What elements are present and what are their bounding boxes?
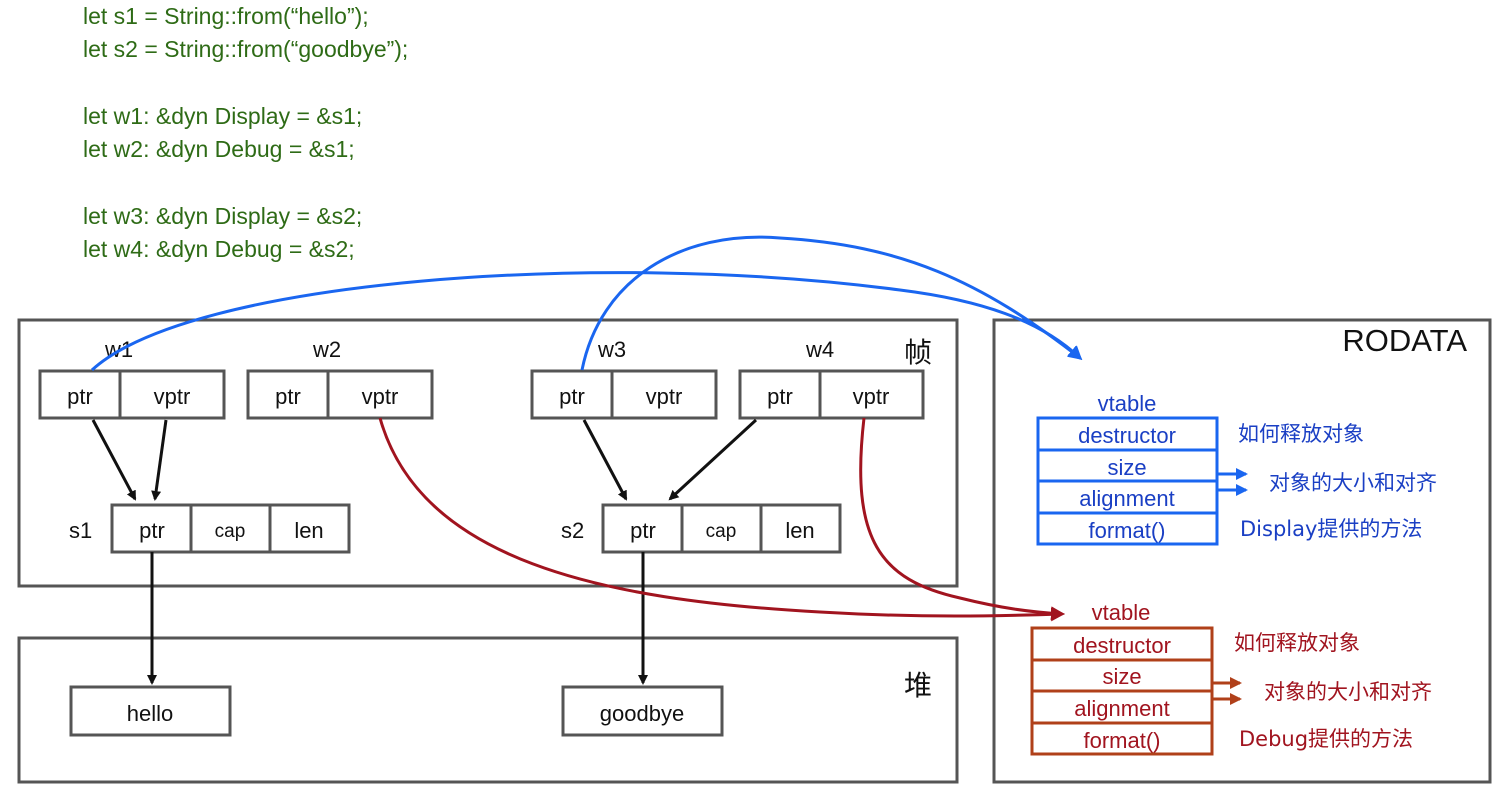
code-line: let s1 = String::from(“hello”); — [83, 3, 369, 29]
fat-pointer-box — [246, 369, 434, 420]
w1-ptr-arrow — [91, 419, 137, 501]
fat-pointer-box — [38, 369, 226, 420]
vtable-title: vtable — [1092, 600, 1151, 625]
w4-ptr-arrow — [668, 418, 758, 501]
vtable-row: destructor — [1078, 423, 1176, 448]
vtable-row: destructor — [1073, 633, 1171, 658]
code-block: let s1 = String::from(“hello”); let s2 =… — [83, 3, 408, 262]
code-line: let w3: &dyn Display = &s2; — [83, 203, 362, 229]
string-box — [110, 503, 351, 554]
w4-debug-vtable-curve — [859, 417, 1065, 621]
code-line: let w1: &dyn Display = &s1; — [83, 103, 362, 129]
stack-frame-border — [17, 318, 959, 588]
len-cell: len — [785, 518, 814, 543]
w3-ptr-arrow — [582, 419, 628, 501]
vtable-note: 如何释放对象 — [1238, 422, 1364, 446]
ptr-cell: ptr — [275, 384, 301, 409]
heap-value-box — [69, 685, 232, 737]
code-line: let w4: &dyn Debug = &s2; — [83, 236, 355, 262]
vtable-title: vtable — [1098, 391, 1157, 416]
vtable-note: 对象的大小和对齐 — [1269, 471, 1437, 495]
display-vtable: destructor size alignment format() — [1036, 416, 1219, 546]
stack-frame: 帧 w1 ptr vptr w2 ptr vptr w3 ptr vptr w4… — [17, 318, 959, 588]
code-line: let w2: &dyn Debug = &s1; — [83, 136, 355, 162]
vtable-row: alignment — [1079, 486, 1174, 511]
cap-cell: cap — [215, 521, 246, 542]
vptr-cell: vptr — [646, 384, 683, 409]
string-name: s2 — [561, 518, 584, 543]
vptr-cell: vptr — [362, 384, 399, 409]
fat-pointer-name: w3 — [597, 337, 626, 362]
heap-region: 堆 hello goodbye — [17, 552, 959, 784]
heap-title: 堆 — [904, 669, 932, 702]
vtable-row: alignment — [1074, 696, 1169, 721]
heap-value-box — [561, 685, 724, 737]
len-cell: len — [294, 518, 323, 543]
vtable-row: format() — [1084, 728, 1161, 753]
fat-pointer-name: w2 — [312, 337, 341, 362]
fat-pointer-name: w4 — [805, 337, 834, 362]
code-line: let s2 = String::from(“goodbye”); — [83, 36, 408, 62]
ptr-cell: ptr — [67, 384, 93, 409]
ptr-cell: ptr — [767, 384, 793, 409]
ptr-cell: ptr — [630, 518, 656, 543]
vtable-note: Display提供的方法 — [1240, 517, 1422, 541]
w1-vptr-arrow — [151, 419, 168, 501]
fat-pointer-box — [530, 369, 718, 420]
heap-value: hello — [127, 701, 173, 726]
heap-border — [17, 636, 959, 784]
fat-pointer-box — [738, 369, 925, 420]
w3-display-vtable-curve — [580, 235, 1083, 371]
w2-debug-vtable-curve — [378, 417, 1065, 622]
vptr-cell: vptr — [853, 384, 890, 409]
ptr-cell: ptr — [559, 384, 585, 409]
debug-vtable: destructor size alignment format() — [1030, 626, 1214, 756]
vtable-note: 对象的大小和对齐 — [1264, 680, 1432, 704]
string-box — [601, 503, 842, 554]
rodata-title: RODATA — [1342, 323, 1467, 358]
vtable-row: size — [1107, 455, 1146, 480]
ptr-cell: ptr — [139, 518, 165, 543]
rodata-border — [992, 318, 1492, 784]
vtable-row: size — [1102, 664, 1141, 689]
stack-frame-title: 帧 — [904, 336, 932, 369]
vtable-row: format() — [1089, 518, 1166, 543]
w1-display-vtable-curve — [90, 271, 1083, 372]
string-name: s1 — [69, 518, 92, 543]
rodata-region: RODATA vtable destructor size alignment … — [992, 318, 1492, 784]
vtable-note: 如何释放对象 — [1234, 631, 1360, 655]
vtable-note: Debug提供的方法 — [1239, 727, 1413, 751]
cap-cell: cap — [706, 521, 737, 542]
heap-value: goodbye — [600, 701, 684, 726]
vptr-cell: vptr — [154, 384, 191, 409]
